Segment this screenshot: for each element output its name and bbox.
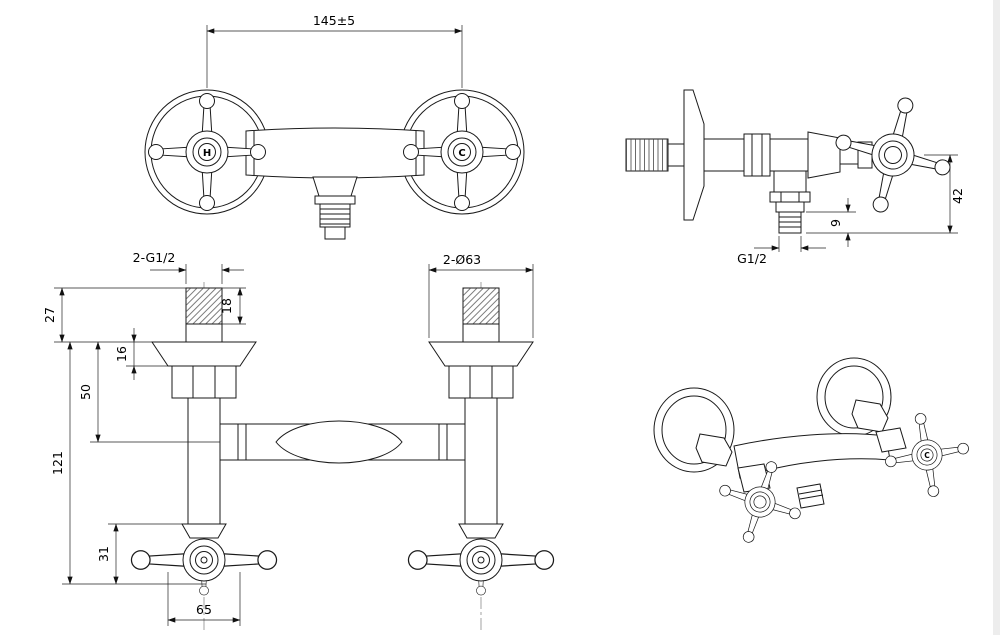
label-2-g12: 2-G1/2	[133, 250, 176, 265]
dim-9: 9	[828, 219, 843, 227]
plan-hex-nuts	[171, 365, 514, 399]
dim-31: 31	[96, 546, 111, 562]
dimension-27: 27	[42, 287, 186, 343]
cold-handle-letter: C	[458, 148, 465, 159]
iso-shower-outlet	[796, 483, 825, 509]
dim-65: 65	[196, 602, 212, 617]
dimension-18: 18	[219, 287, 246, 325]
page-edge-shade	[993, 0, 1000, 635]
front-body-bar	[245, 127, 425, 179]
dimension-inlet-thread: 2-G1/2	[133, 250, 244, 284]
dimension-65: 65	[167, 572, 241, 626]
plan-bonnets	[181, 523, 504, 539]
side-wall-flange	[683, 89, 705, 221]
dimension-31: 31	[96, 523, 184, 585]
plan-left-handle	[131, 539, 276, 595]
front-view: H C 145±5	[144, 13, 525, 240]
iso-right-valve	[875, 406, 976, 504]
side-outlet-branch	[769, 170, 811, 234]
iso-hex-connectors	[695, 399, 889, 467]
front-shower-outlet	[312, 176, 358, 240]
hot-handle-letter: H	[203, 148, 211, 159]
dimension-16: 16	[114, 328, 168, 380]
dim-121: 121	[50, 451, 65, 475]
side-body	[703, 133, 809, 177]
dim-42: 42	[950, 188, 965, 204]
plan-view: 2-G1/2 2-Ø63 18 27 16	[42, 250, 554, 632]
dim-16: 16	[114, 346, 129, 362]
dimension-9: 9	[806, 198, 856, 247]
side-view: 42 9 G1/2	[625, 84, 965, 266]
dimension-outlet-thread: G1/2	[737, 236, 826, 266]
dim-50: 50	[78, 384, 93, 400]
plan-flanges	[151, 341, 534, 367]
dimension-50: 50	[78, 341, 220, 443]
plan-right-handle	[408, 539, 553, 595]
plan-body-columns	[187, 397, 498, 525]
plan-body-bar	[220, 420, 465, 464]
plan-inlet-pipes	[185, 287, 500, 343]
dim-18: 18	[219, 298, 234, 314]
dimension-center-distance: 145±5	[206, 13, 463, 88]
dimension-flange-diameter: 2-Ø63	[428, 252, 534, 338]
iso-cold-handle-letter: C	[924, 451, 930, 460]
dimension-42: 42	[806, 154, 965, 234]
dim-27: 27	[42, 307, 57, 323]
dimension-121: 121	[50, 341, 206, 585]
side-inlet-nipple	[625, 138, 685, 172]
label-g12: G1/2	[737, 251, 767, 266]
label-2-d63: 2-Ø63	[443, 252, 481, 267]
dim-145: 145±5	[313, 13, 355, 28]
iso-view: C	[653, 357, 976, 555]
iso-left-valve	[707, 449, 813, 555]
